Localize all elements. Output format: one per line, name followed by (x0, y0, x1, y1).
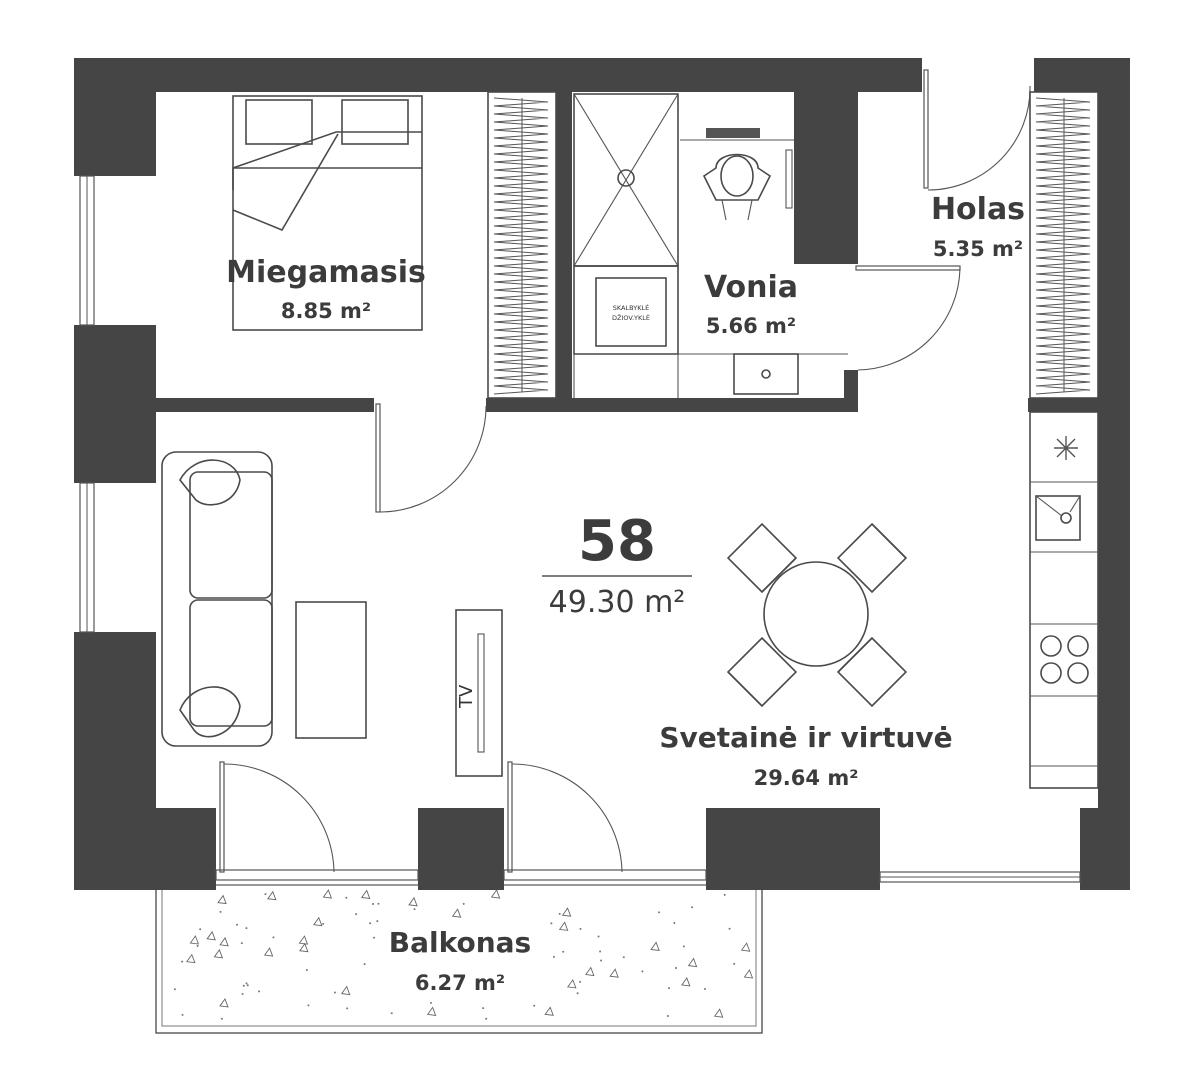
wardrobe-hall (1029, 91, 1099, 399)
bathroom-area: 5.66 m² (706, 314, 796, 338)
wall-right (1098, 58, 1130, 890)
wall-bottom-3 (706, 808, 880, 890)
windows (79, 175, 1081, 883)
balcony-floor-texture (173, 889, 754, 1020)
walls (74, 58, 1130, 890)
bedroom-door (375, 403, 487, 513)
bathroom-door (855, 265, 961, 371)
dining-chair (726, 522, 798, 594)
dining-chair (836, 522, 908, 594)
kitchen-counter (1029, 411, 1099, 789)
shower (573, 93, 679, 267)
labels: Miegamasis 8.85 m² Vonia 5.66 m² Holas 5… (226, 192, 1025, 995)
washer-label-2: DŽIOV.YKLĖ (612, 313, 650, 322)
wall-bath-left (556, 92, 572, 412)
wall-bedroom-bottom (156, 398, 374, 412)
washer-label-1: SKALBYKLĖ (613, 303, 649, 312)
living-name: Svetainė ir virtuvė (659, 721, 952, 754)
washer-dryer (573, 265, 848, 398)
balcony-area: 6.27 m² (415, 971, 505, 995)
wall-bath-right (794, 92, 858, 264)
bedroom-area: 8.85 m² (281, 299, 371, 323)
wardrobe-bedroom (487, 91, 557, 399)
kitchen-sink-icon (1035, 495, 1081, 541)
wall-bottom-4 (1080, 808, 1130, 890)
bathroom-sink (733, 353, 799, 395)
bed (232, 95, 423, 331)
apartment-number: 58 (578, 509, 656, 574)
dining-chair (726, 636, 798, 708)
fridge-icon (1054, 436, 1078, 460)
entry-door (923, 69, 1031, 191)
balcony (155, 884, 763, 1034)
dining-chair (836, 636, 908, 708)
wall-top-left (74, 58, 922, 92)
wall-bottom-2 (418, 808, 504, 890)
wall-bottom-1 (74, 808, 216, 890)
doors (219, 69, 1031, 873)
bedroom-name: Miegamasis (226, 255, 426, 290)
living-area: 29.64 m² (754, 766, 859, 790)
hob-icon (1040, 635, 1089, 684)
tv-label: TV (456, 684, 477, 709)
hall-area: 5.35 m² (933, 237, 1023, 261)
toilet (680, 128, 794, 221)
wall-left-1 (74, 58, 156, 176)
balcony-name: Balkonas (389, 926, 531, 959)
balcony-door-right (507, 761, 623, 873)
balcony-door-left (219, 761, 335, 873)
wall-left-2 (74, 325, 156, 483)
dining-table (763, 561, 869, 667)
bathroom-name: Vonia (704, 270, 798, 305)
sofa (161, 451, 273, 747)
coffee-table (295, 601, 367, 739)
tv-stand (455, 609, 503, 777)
dining-set (726, 522, 908, 708)
wall-bath-corner (844, 370, 858, 412)
apartment-total-area: 49.30 m² (549, 585, 686, 620)
wall-bath-bottom (486, 398, 858, 412)
hall-name: Holas (931, 192, 1025, 227)
wall-hall-bottom (1028, 398, 1098, 412)
